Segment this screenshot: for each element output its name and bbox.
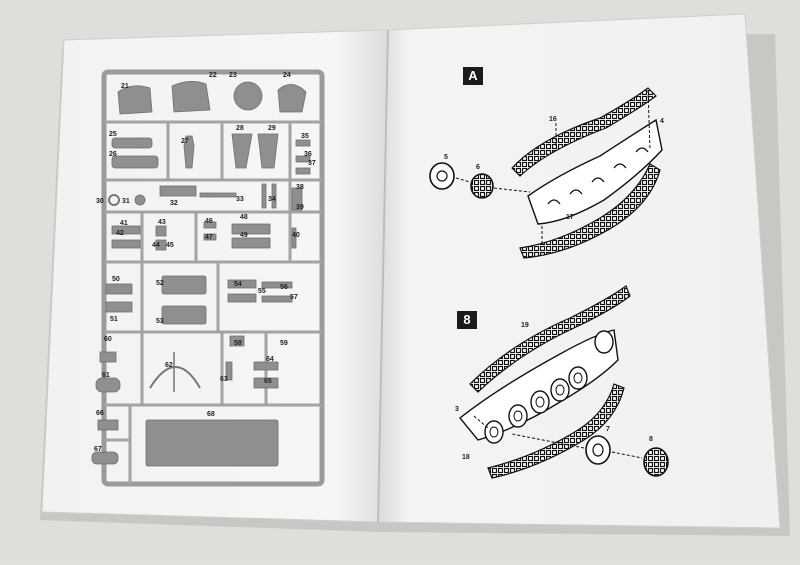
part-number-17: 17: [566, 214, 574, 221]
part-number-18: 18: [462, 454, 470, 461]
step-a-diagram: [429, 87, 663, 259]
sprue-part-number: 28: [236, 125, 244, 132]
sprue-part-number: 42: [116, 230, 124, 237]
sprue-part-number: 58: [234, 340, 242, 347]
sprue-part-number: 53: [156, 318, 164, 325]
sprue-part-number: 36: [304, 151, 312, 158]
sprue-part-number: 59: [280, 340, 288, 347]
part-number-6: 6: [476, 164, 480, 171]
sprue-diagram: [101, 69, 325, 487]
sprue-part-number: 55: [258, 288, 266, 295]
sprue-part-number: 35: [301, 133, 309, 140]
sprue-part-number: 39: [296, 204, 304, 211]
part-number-19: 19: [521, 322, 529, 329]
sprue-part-number: 67: [94, 446, 102, 453]
sprue-part-number: 48: [240, 214, 248, 221]
part-number-7: 7: [606, 426, 610, 433]
sprue-part-number: 52: [156, 280, 164, 287]
sprue-part-number: 40: [292, 232, 300, 239]
sprue-part-number: 62: [165, 362, 173, 369]
sprue-part-number: 49: [240, 232, 248, 239]
step-b-badge: 8: [457, 311, 477, 329]
sprue-part-number: 26: [109, 151, 117, 158]
sprue-part-number: 50: [112, 276, 120, 283]
sprue-part-number: 66: [96, 410, 104, 417]
sprue-part-number: 31: [122, 198, 130, 205]
part-number-5: 5: [444, 154, 448, 161]
sprue-part-number: 34: [268, 196, 276, 203]
sprue-part-number: 60: [104, 336, 112, 343]
sprue-part-number: 68: [207, 411, 215, 418]
sprue-part-number: 38: [296, 184, 304, 191]
sprue-part-number: 23: [229, 72, 237, 79]
sprue-part-number: 51: [110, 316, 118, 323]
sprue-part-number: 22: [209, 72, 217, 79]
sprue-part-number: 25: [109, 131, 117, 138]
sprue-part-number: 43: [158, 219, 166, 226]
sprue-part-number: 41: [120, 220, 128, 227]
sprue-part-number: 45: [166, 242, 174, 249]
part-number-16: 16: [549, 116, 557, 123]
sprue-part-number: 32: [170, 200, 178, 207]
sprue-part-number: 63: [220, 376, 228, 383]
sprue-part-number: 24: [283, 72, 291, 79]
sprue-runners: [104, 120, 322, 484]
sprue-part-number: 56: [280, 284, 288, 291]
sprue-part-number: 30: [96, 198, 104, 205]
part-number-8: 8: [649, 436, 653, 443]
part-number-3: 3: [455, 406, 459, 413]
sprue-part-number: 65: [264, 378, 272, 385]
step-a-badge: A: [463, 67, 483, 85]
step-b-diagram: [459, 285, 669, 479]
sprue-part-number: 57: [290, 294, 298, 301]
sprue-part-number: 29: [268, 125, 276, 132]
sprue-parts: [91, 81, 311, 467]
sprue-part-number: 37: [308, 160, 316, 167]
sprue-part-number: 61: [102, 372, 110, 379]
right-page: [377, 13, 781, 529]
sprue-part-number: 64: [266, 356, 274, 363]
sprue-part-number: 47: [205, 234, 213, 241]
sprue-part-number: 33: [236, 196, 244, 203]
part-number-4: 4: [660, 118, 664, 125]
sprue-part-number: 54: [234, 281, 242, 288]
sprue-part-number: 21: [121, 83, 129, 90]
spine: [377, 29, 389, 523]
sprue-part-number: 27: [181, 138, 189, 145]
sprue-part-number: 46: [205, 218, 213, 225]
sprue-part-number: 44: [152, 242, 160, 249]
